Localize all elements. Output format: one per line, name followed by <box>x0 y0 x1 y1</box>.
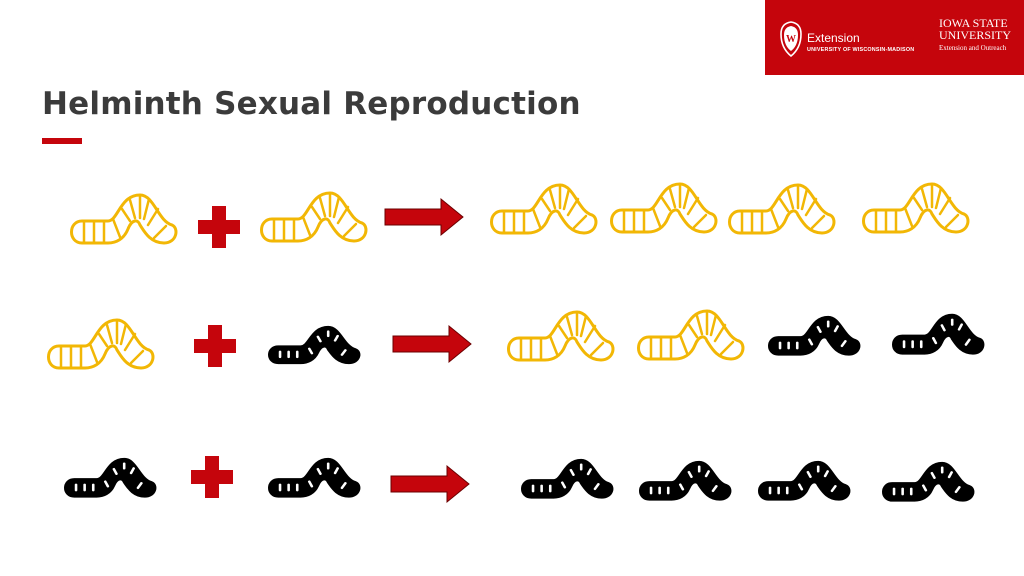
arrow-right-icon <box>390 465 470 503</box>
uw-crest-icon: W <box>780 21 802 57</box>
offspring-gold-worm-icon <box>507 310 615 362</box>
parent-black-worm-icon <box>64 457 157 498</box>
plus-icon <box>198 206 240 248</box>
cross-row-1 <box>70 182 970 248</box>
isu-extension-name: Extension and Outreach <box>939 44 1007 52</box>
partner-logo-banner: W Extension UNIVERSITY OF WISCONSIN-MADI… <box>765 0 1024 75</box>
title-underline <box>42 138 82 144</box>
offspring-gold-worm-icon <box>637 309 745 361</box>
plus-icon <box>194 325 236 367</box>
uw-extension-name: Extension <box>807 31 860 45</box>
arrow-right-icon <box>384 198 464 236</box>
offspring-black-worm-icon <box>881 461 975 502</box>
offspring-gold-worm-icon <box>490 183 598 235</box>
parent-black-worm-icon <box>268 325 361 365</box>
offspring-black-worm-icon <box>638 460 732 501</box>
svg-text:W: W <box>786 34 796 45</box>
offspring-black-worm-icon <box>891 313 985 355</box>
cross-row-3 <box>64 456 975 503</box>
offspring-gold-worm-icon <box>610 182 718 234</box>
isu-name-line2: UNIVERSITY <box>939 28 1011 42</box>
parent-gold-worm-icon <box>70 193 178 245</box>
page-title: Helminth Sexual Reproduction <box>42 86 581 122</box>
arrow-right-icon <box>392 325 472 363</box>
offspring-black-worm-icon <box>767 315 861 356</box>
plus-icon <box>191 456 233 498</box>
offspring-gold-worm-icon <box>862 182 970 234</box>
isu-name-line1: IOWA STATE <box>939 16 1008 30</box>
offspring-black-worm-icon <box>520 458 614 499</box>
offspring-black-worm-icon <box>757 460 851 501</box>
parent-gold-worm-icon <box>47 318 155 370</box>
uw-university-name: UNIVERSITY OF WISCONSIN-MADISON <box>807 47 915 53</box>
parent-black-worm-icon <box>268 457 361 498</box>
cross-row-2 <box>47 309 985 370</box>
parent-gold-worm-icon <box>260 191 368 243</box>
offspring-gold-worm-icon <box>728 183 836 235</box>
